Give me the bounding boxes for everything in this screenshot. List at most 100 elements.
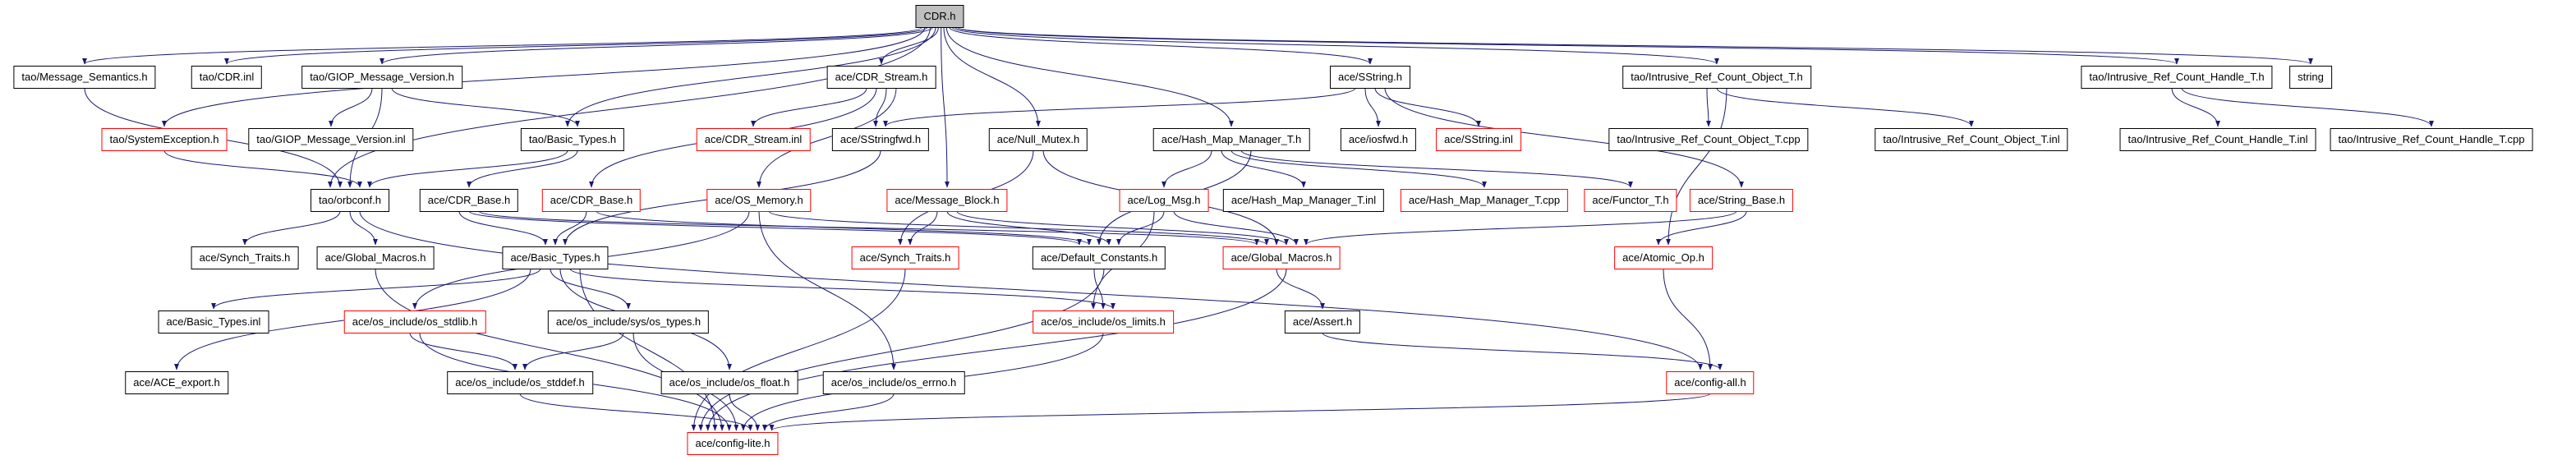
include-edge [409,332,518,370]
include-edge [329,87,373,127]
graph-node-irc_handle[interactable]: tao/Intrusive_Ref_Count_Handle_T.h [2081,66,2273,89]
include-edge [1364,87,1381,127]
include-edge [705,268,1287,431]
graph-node-log_msg[interactable]: ace/Log_Msg.h [1119,189,1209,212]
graph-node-orbconf[interactable]: tao/orbconf.h [310,189,389,212]
graph-node-string[interactable]: string [2289,66,2332,89]
include-edge [242,210,341,246]
include-edge [1663,268,1713,370]
graph-node-default_const[interactable]: ace/Default_Constants.h [1032,246,1166,269]
graph-node-os_float[interactable]: ace/os_include/os_float.h [660,371,798,394]
include-edge [873,87,887,127]
graph-node-config_all[interactable]: ace/config-all.h [1666,371,1755,394]
graph-node-giop_ver_inl[interactable]: tao/GIOP_Message_Version.inl [248,128,414,151]
include-edge [478,210,1259,246]
include-edge [1276,268,1325,310]
graph-node-msg_block[interactable]: ace/Message_Block.h [886,189,1008,212]
graph-node-ace_basic[interactable]: ace/Basic_Types.h [502,246,609,269]
include-edge [1230,150,1487,188]
include-edge [1173,210,1299,246]
include-edge [163,150,362,188]
graph-node-os_stdlib[interactable]: ace/os_include/os_stdlib.h [343,310,486,334]
graph-node-basic_types_inl[interactable]: ace/Basic_Types.inl [158,310,269,334]
include-edge [2181,87,2434,127]
include-edge [391,87,580,127]
graph-node-os_stddef[interactable]: ace/os_include/os_stddef.h [447,371,593,394]
graph-node-cdr_base_red[interactable]: ace/CDR_Base.h [541,189,642,212]
include-edge [751,87,867,127]
graph-node-null_mutex[interactable]: ace/Null_Mutex.h [988,128,1088,151]
include-edge [380,26,934,65]
include-edge [1705,87,1711,127]
include-edge [879,26,939,65]
include-edge [553,210,587,246]
include-edge [761,393,895,431]
graph-node-sstring[interactable]: ace/SString.h [1329,66,1411,89]
graph-node-cdr_stream[interactable]: ace/CDR_Stream.h [826,66,936,89]
graph-node-global_macros_r[interactable]: ace/Global_Macros.h [1222,246,1341,269]
graph-node-cdr_base[interactable]: ace/CDR_Base.h [419,189,519,212]
graph-node-os_types[interactable]: ace/os_include/sys/os_types.h [547,310,710,334]
include-edge [769,393,1711,431]
graph-node-giop_ver[interactable]: tao/GIOP_Message_Version.h [301,66,462,89]
graph-node-irc_obj_inl[interactable]: tao/Intrusive_Ref_Count_Object_T.inl [1874,128,2068,151]
graph-node-functor[interactable]: ace/Functor_T.h [1584,189,1677,212]
graph-node-string_base[interactable]: ace/String_Base.h [1689,189,1794,212]
graph-node-atomic_op[interactable]: ace/Atomic_Op.h [1614,246,1713,269]
graph-node-irc_handle_cpp[interactable]: tao/Intrusive_Ref_Count_Handle_T.cpp [2330,128,2533,151]
graph-node-os_memory[interactable]: ace/OS_Memory.h [706,189,812,212]
graph-node-cdr_h: CDR.h [915,5,964,28]
include-edge [1162,150,1212,188]
include-edge [211,268,541,310]
include-edge [1304,210,1737,246]
graph-node-hash_map_inl[interactable]: ace/Hash_Map_Manager_T.inl [1222,189,1385,212]
include-edge [550,268,631,310]
include-edge [367,150,568,188]
graph-node-config_lite[interactable]: ace/config-lite.h [687,432,779,455]
graph-node-ace_export[interactable]: ace/ACE_export.h [125,371,228,394]
include-edge [908,210,938,246]
include-edge [579,268,718,431]
graph-node-cdr_stream_inl[interactable]: ace/CDR_Stream.inl [696,128,811,151]
graph-node-synch_traits_r[interactable]: ace/Synch_Traits.h [851,246,959,269]
include-edge [596,210,1092,246]
include-edge [224,26,928,65]
include-edge [945,26,1234,127]
graph-node-msg_sem[interactable]: tao/Message_Semantics.h [13,66,156,89]
graph-node-hash_map_cpp[interactable]: ace/Hash_Map_Manager_T.cpp [1400,189,1569,212]
include-edge [468,210,1082,246]
graph-node-irc_handle_inl[interactable]: tao/Intrusive_Ref_Count_Handle_T.inl [2119,128,2316,151]
include-edge [467,150,578,188]
graph-node-os_limits[interactable]: ace/os_include/os_limits.h [1033,310,1174,334]
graph-node-sstringfwd[interactable]: ace/SStringfwd.h [831,128,930,151]
graph-node-sstring_inl[interactable]: ace/SString.inl [1436,128,1521,151]
graph-node-tao_basic[interactable]: tao/Basic_Types.h [520,128,625,151]
include-edge [883,87,1356,127]
include-edge [359,210,1703,370]
include-edge [565,26,936,127]
include-edge [729,393,761,431]
graph-node-hash_map[interactable]: ace/Hash_Map_Manager_T.h [1152,128,1310,151]
include-edge [698,268,1105,431]
include-edge [951,26,1719,65]
graph-node-cdr_inl[interactable]: tao/CDR.inl [191,66,263,89]
include-edge [954,26,2179,65]
graph-node-irc_obj[interactable]: tao/Intrusive_Ref_Count_Object_T.h [1622,66,1811,89]
graph-node-irc_obj_cpp[interactable]: tao/Intrusive_Ref_Count_Object_T.cpp [1608,128,1809,151]
graph-node-assert[interactable]: ace/Assert.h [1284,310,1361,334]
graph-node-os_errno[interactable]: ace/os_include/os_errno.h [822,371,965,394]
include-edge [522,332,624,370]
include-edge [1093,268,1106,310]
include-edge [162,26,926,127]
graph-node-global_macros_l[interactable]: ace/Global_Macros.h [316,246,435,269]
include-edge [1716,87,1974,127]
include-edge [1666,87,1727,246]
include-edge [946,210,1111,246]
include-edge [941,26,950,188]
include-edge [758,210,896,370]
graph-node-synch_traits_l[interactable]: ace/Synch_Traits.h [191,246,299,269]
graph-node-sysex[interactable]: tao/SystemException.h [101,128,228,151]
graph-node-iosfwd[interactable]: ace/iosfwd.h [1340,128,1417,151]
